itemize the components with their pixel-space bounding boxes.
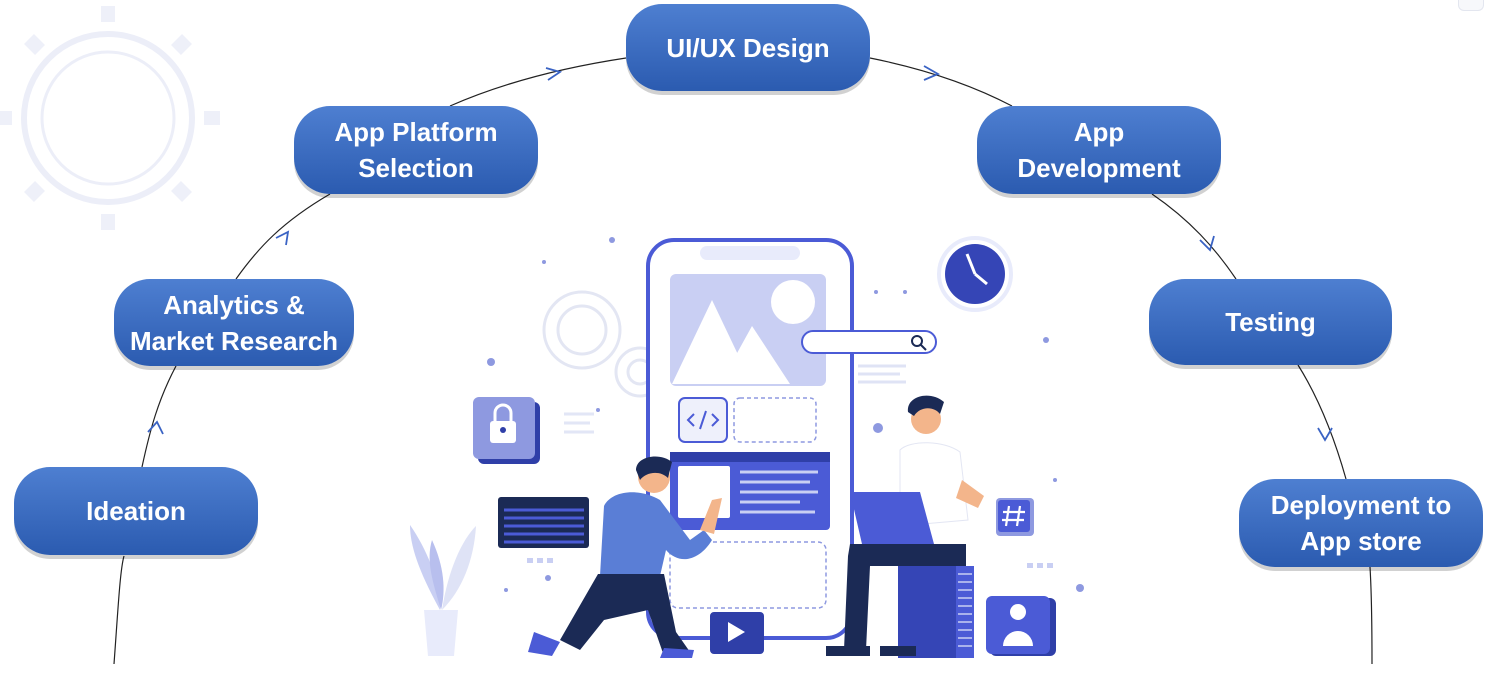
- user-icon: [986, 596, 1056, 656]
- gear-icon: [542, 290, 622, 370]
- hash-icon: [996, 498, 1034, 536]
- play-icon: [710, 612, 764, 654]
- app-development-illustration: [410, 236, 1084, 658]
- search-bar: [801, 330, 937, 354]
- code-window: [498, 497, 589, 548]
- arrow-icon: [1199, 235, 1215, 252]
- person-sitting: [826, 395, 984, 656]
- step-uiux-design: UI/UX Design: [626, 4, 870, 91]
- step-testing: Testing: [1149, 279, 1392, 365]
- connector-arc: [113, 57, 1373, 665]
- arrow-icon: [275, 230, 290, 246]
- clock-icon: [937, 236, 1013, 312]
- arrow-icon: [545, 67, 563, 81]
- step-ideation: Ideation: [14, 467, 258, 555]
- arrow-icon: [147, 420, 164, 435]
- arrow-icon: [1317, 427, 1333, 442]
- step-deployment: Deployment to App store: [1239, 479, 1483, 567]
- step-analytics: Analytics & Market Research: [114, 279, 354, 366]
- server-stack: [898, 566, 974, 658]
- step-platform: App Platform Selection: [294, 106, 538, 194]
- arrowheads: [147, 65, 1333, 442]
- gear-icon: [0, 6, 220, 230]
- person-kneeling: [528, 456, 722, 658]
- corner-handle[interactable]: [1458, 0, 1484, 11]
- step-development: App Development: [977, 106, 1221, 194]
- lock-icon: [473, 397, 540, 464]
- arrow-icon: [923, 65, 941, 81]
- search-icon: [911, 335, 927, 351]
- plant-icon: [410, 525, 476, 656]
